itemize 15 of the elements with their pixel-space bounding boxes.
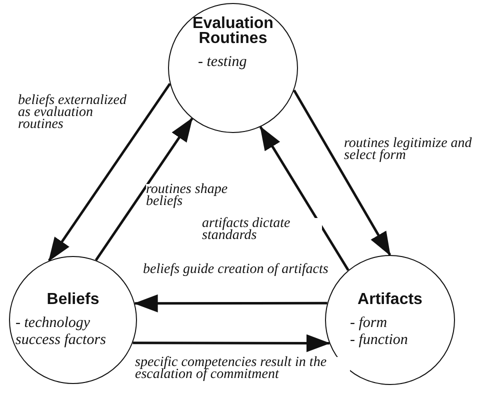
arrow — [293, 90, 392, 256]
node-title: Evaluation Routines — [192, 16, 274, 46]
arrow — [134, 294, 328, 312]
edge-label: specific competencies result in the escalation of commitment — [135, 357, 350, 381]
node-item: - form — [350, 314, 388, 332]
node-title: Artifacts — [356, 292, 424, 306]
node-item: - testing — [198, 54, 248, 71]
node-item: - function — [350, 332, 409, 348]
arrow — [94, 118, 194, 261]
arrow — [259, 126, 350, 271]
edge-label: artifacts dictate standards — [202, 218, 322, 242]
arrow — [48, 83, 171, 262]
arrow — [132, 334, 330, 352]
node-title: Beliefs — [46, 292, 100, 306]
node-item: - technology success factors — [16, 314, 107, 348]
